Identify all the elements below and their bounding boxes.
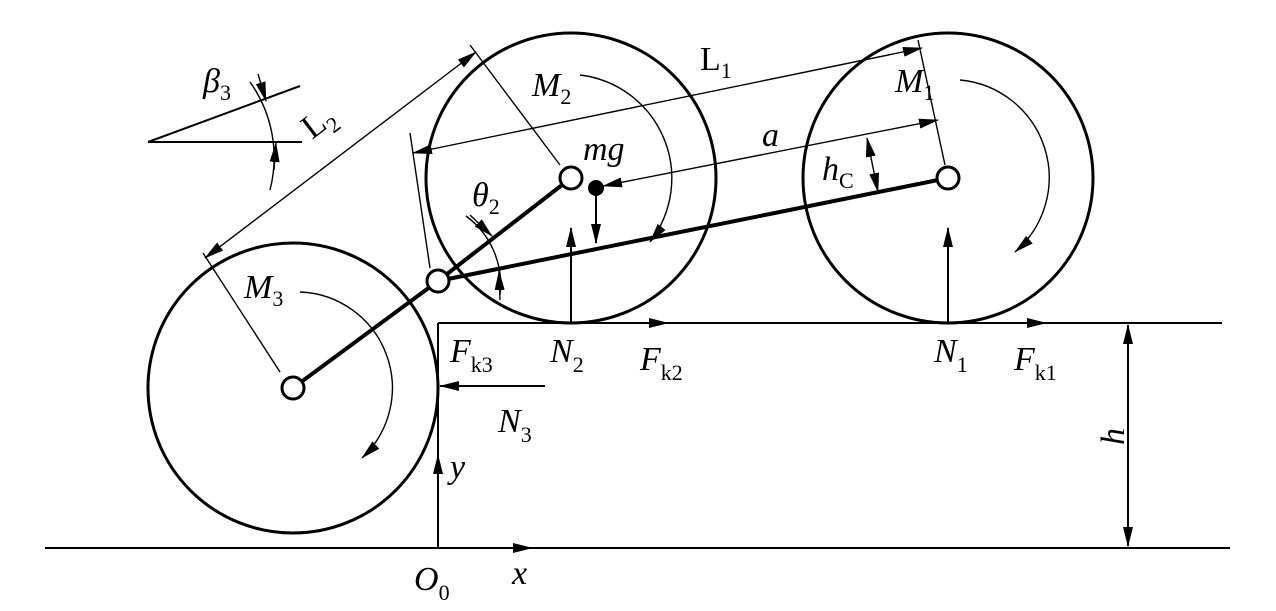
M2-moment-arrow [579,74,673,243]
hc-dimension-arrow [865,137,880,193]
wheel-3-axle [280,375,306,401]
beta3-arrow-lower [269,142,280,171]
hc-label: hC [822,151,854,193]
x-label: x [511,555,527,592]
L1-label: L1 [700,41,732,83]
beta3-reference-incline [147,85,301,143]
M1-moment-arrow [959,79,1050,253]
rear-link [291,279,440,390]
L2-extension-front [469,44,561,166]
beta3-arc [249,81,275,191]
a-label: a [762,117,779,154]
y-label: y [447,449,466,486]
M3-moment-arrow [299,291,394,459]
body-beam [437,176,949,283]
N3-label: N3 [497,403,532,447]
M2-label: M2 [531,67,571,109]
body-pivot-joint [425,268,451,294]
N1-label: N1 [933,333,968,377]
theta2-arrow-upper [469,214,493,237]
Fk2-label: Fk2 [639,341,683,385]
L1-dimension-arrow [412,46,923,155]
Fk3-label: Fk3 [449,333,493,377]
theta2-arrow-lower [494,270,505,301]
M1-label: M1 [894,63,934,105]
mg-label: mg [583,131,625,168]
O0-label: O0 [414,561,450,605]
Fk1-label: Fk1 [1013,341,1057,385]
N2-label: N2 [549,333,584,377]
beta3-label: β3 [202,63,231,105]
wheel-1-axle [935,165,961,191]
L1-extension-rear [409,132,431,269]
pivot-to-wheel2-link [436,176,573,283]
wheel-2-axle [558,165,584,191]
h-label: h [1095,428,1132,445]
theta2-label: θ2 [472,177,500,219]
beta3-arrow-upper [255,73,267,102]
L2-label: L2 [295,98,346,151]
a-dimension-arrow [602,118,939,188]
L2-extension-rear [202,252,281,373]
M3-label: M3 [243,269,283,311]
